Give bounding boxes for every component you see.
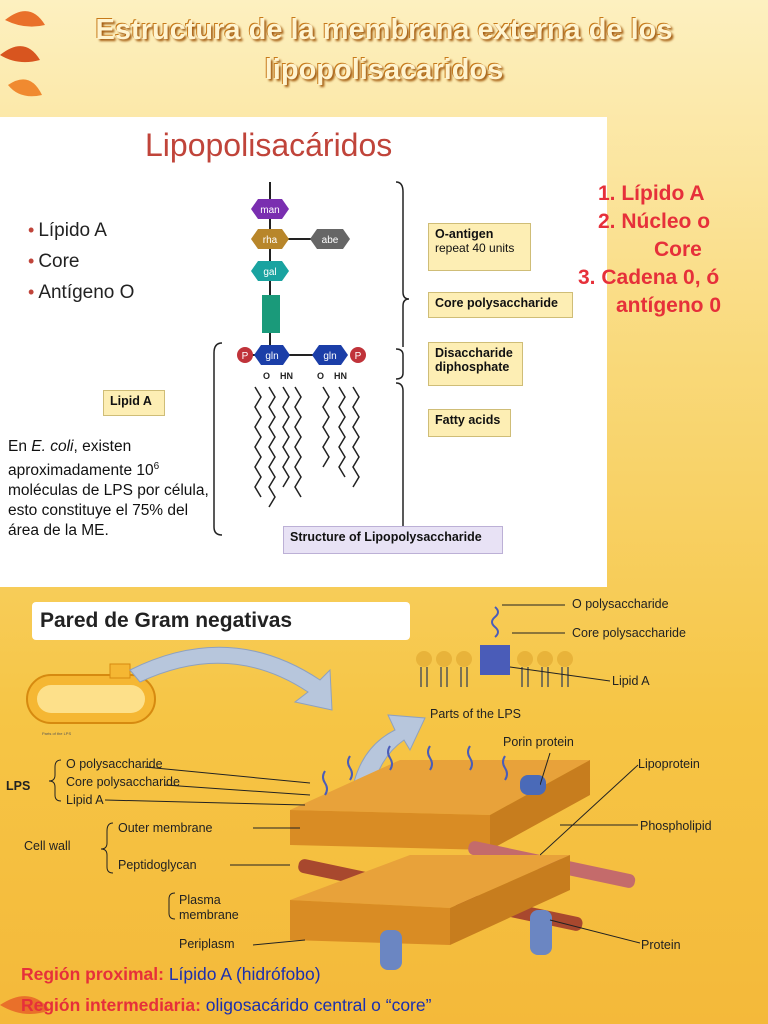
bracket-lines [213, 181, 410, 536]
lps-molecule-diagram: man rha abe gal P gln gln P [237, 182, 366, 508]
svg-text:Parts of the LPS: Parts of the LPS [42, 731, 71, 736]
left-label-brackets [48, 759, 311, 946]
bacterium-illustration: Parts of the LPS [26, 663, 156, 736]
parts-o-polysaccharide-label: O polysaccharide [572, 597, 669, 611]
decorative-leaf-icon [0, 11, 45, 97]
slide-title: Estructura de la membrana externa de los… [95, 14, 673, 86]
periplasm-label: Periplasm [179, 937, 235, 951]
gln-sugar-left: gln [254, 345, 290, 365]
outer-membrane-label: Outer membrane [118, 821, 213, 835]
bullet-item: •Lípido A [28, 220, 107, 241]
phospholipid-label: Phospholipid [640, 819, 712, 833]
svg-text:O: O [317, 371, 324, 381]
core-polysaccharide-label: Core polysaccharide [66, 775, 180, 789]
lipid-a-label: Lipid A [66, 793, 104, 807]
intermediate-region-text: Región intermediaria: oligosacárido cent… [21, 995, 432, 1015]
core-block [262, 295, 280, 333]
man-sugar: man [251, 199, 289, 219]
svg-text:P: P [355, 351, 362, 362]
proximal-region-text: Región proximal: Lípido A (hidrófobo) [21, 964, 321, 984]
peptidoglycan-label: Peptidoglycan [118, 858, 197, 872]
list-item: 1. Lípido A [598, 182, 705, 205]
o-polysaccharide-label: O polysaccharide [66, 757, 163, 771]
svg-text:gal: gal [263, 267, 276, 278]
svg-text:HN: HN [334, 371, 347, 381]
list-item: 2. Núcleo o [598, 210, 711, 233]
cell-wall-illustration [290, 745, 636, 970]
curved-arrow-icon [129, 646, 333, 711]
right-label-lines [540, 752, 641, 944]
parts-lipid-a-label: Lipid A [612, 674, 650, 688]
phosphate-left: P [237, 347, 253, 363]
bullet-item: •Core [28, 251, 80, 272]
phosphate-right: P [350, 347, 366, 363]
lipid-a-tag: Lipid A [103, 390, 165, 416]
o-antigen-tag: O-antigen repeat 40 units [428, 223, 531, 271]
disaccharide-tag: Disaccharide diphosphate [428, 342, 523, 386]
parts-of-lps-diagram [416, 604, 610, 687]
bullet-list: •Lípido A •Core •Antígeno O [28, 215, 134, 308]
svg-text:abe: abe [322, 235, 339, 246]
svg-text:gln: gln [265, 351, 278, 362]
decorative-leaf-icon [0, 996, 50, 1014]
svg-text:gln: gln [323, 351, 336, 362]
gln-sugar-right: gln [312, 345, 348, 365]
lps-components-list: 1. Lípido A 2. Núcleo o Core 3. Cadena 0… [578, 180, 768, 320]
lps-structure-panel: Lipopolisacáridos •Lípido A •Core •Antíg… [0, 117, 607, 587]
porin-protein-label: Porin protein [503, 735, 574, 749]
fatty-acids-tag: Fatty acids [428, 409, 511, 437]
svg-text:P: P [242, 351, 249, 362]
panel-heading: Lipopolisacáridos [145, 127, 393, 163]
svg-text:rha: rha [263, 235, 278, 246]
diagram-caption: Structure of Lipopolysaccharide [283, 526, 503, 554]
gram-section-title: Pared de Gram negativas [32, 602, 410, 640]
parts-core-polysaccharide-label: Core polysaccharide [572, 626, 686, 640]
fatty-acid-chains [254, 386, 360, 508]
plasma-membrane-label: Plasma membrane [179, 893, 239, 922]
list-item: antígeno 0 [616, 294, 722, 317]
bullet-item: •Antígeno O [28, 282, 135, 303]
protein-label: Protein [641, 938, 681, 952]
list-item: Core [654, 238, 702, 261]
lps-label: LPS [6, 779, 31, 793]
list-item: 3. Cadena 0, ó [578, 266, 720, 289]
lipoprotein-label: Lipoprotein [638, 757, 700, 771]
svg-text:O: O [263, 371, 270, 381]
gal-sugar: gal [251, 261, 289, 281]
cell-wall-label: Cell wall [24, 839, 71, 853]
rha-sugar: rha [251, 229, 289, 249]
svg-text:man: man [260, 205, 279, 216]
core-polysaccharide-tag: Core polysaccharide [428, 292, 573, 318]
ecoli-note: En E. coli, existen aproximadamente 106 … [8, 438, 209, 540]
svg-text:HN: HN [280, 371, 293, 381]
parts-caption: Parts of the LPS [430, 707, 522, 721]
abe-sugar: abe [310, 229, 350, 249]
